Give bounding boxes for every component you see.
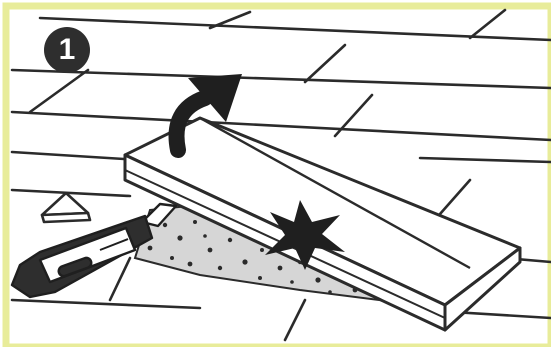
- step-number-badge: 1: [44, 27, 90, 73]
